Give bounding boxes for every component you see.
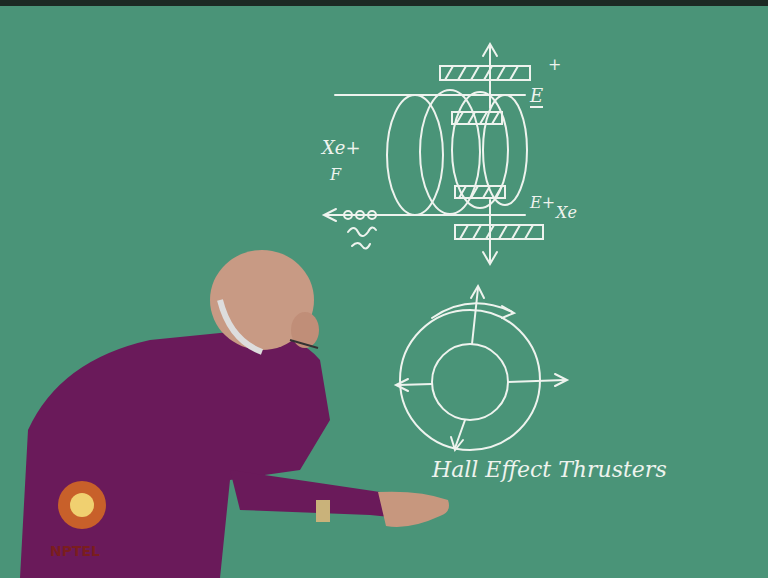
charge-sign: +: [548, 56, 561, 74]
board-title: Hall Effect Thrusters: [432, 458, 667, 482]
force-label: F: [330, 166, 341, 184]
lecturer: [20, 250, 449, 578]
field-label: E+: [530, 194, 555, 212]
logo: [58, 481, 106, 529]
ion-label: Xe+: [322, 138, 361, 158]
propellant-label: Xe: [556, 204, 577, 222]
field-label: E: [530, 86, 543, 108]
logo-text: NPTEL: [50, 544, 100, 559]
